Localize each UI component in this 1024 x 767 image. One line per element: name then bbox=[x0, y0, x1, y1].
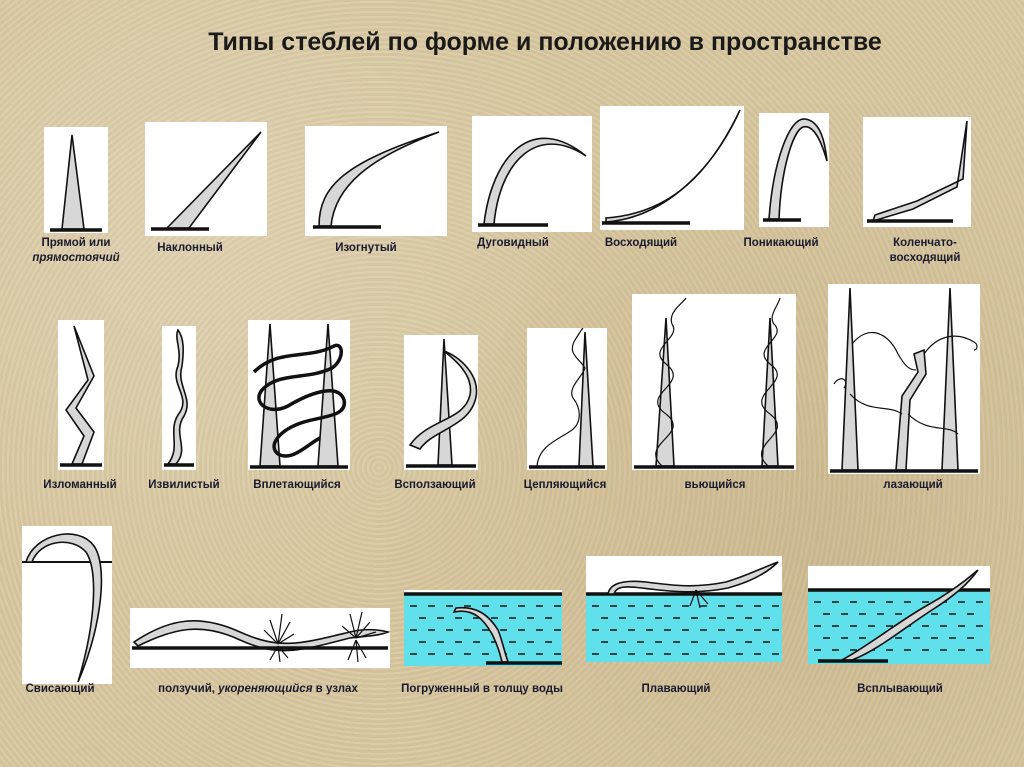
label-ceplyayushchiysya: Цепляющийся bbox=[523, 479, 607, 491]
label-voskhodyashchiy: Восходящий bbox=[604, 237, 678, 249]
panel-vpletayushchiysya bbox=[248, 320, 350, 470]
ascending-stem-drawing bbox=[602, 109, 741, 225]
arched-stem-drawing bbox=[478, 137, 587, 227]
panel-ponikayushchiy bbox=[759, 113, 829, 227]
zigzag-stem-drawing bbox=[60, 325, 102, 467]
panel-vsplyvayushchiy bbox=[808, 566, 990, 664]
page-title: Типы стеблей по форме и положению в прос… bbox=[208, 28, 882, 56]
label-vspolzayushchiy: Всползающий bbox=[394, 479, 476, 491]
clinging-stem-drawing bbox=[529, 328, 605, 469]
panel-vspolzayushchiy bbox=[404, 335, 478, 470]
label-polzuchiy: ползучий, укореняющийся в узлах bbox=[158, 683, 358, 695]
panel-lazayushchiy bbox=[828, 284, 980, 474]
panel-svisayushchiy bbox=[22, 526, 112, 684]
scrambling-stem-drawing bbox=[830, 287, 978, 473]
panel-polzuchiy bbox=[130, 608, 390, 668]
panel-pryamoy bbox=[44, 127, 108, 233]
panel-voskhodyashchiy bbox=[600, 106, 744, 230]
label-svisayushchiy: Свисающий bbox=[25, 683, 95, 695]
panel-plavayushchiy bbox=[586, 556, 782, 662]
emerging-stem-drawing bbox=[808, 569, 990, 664]
label-vyushchiysya: вьющийся bbox=[684, 479, 746, 491]
submerged-stem-drawing bbox=[404, 592, 562, 666]
label-dugovidny: Дуговидный bbox=[477, 237, 549, 249]
panel-vyushchiysya bbox=[632, 294, 796, 470]
creeping-stem-drawing bbox=[132, 611, 390, 663]
label-plavayushchiy: Плавающий bbox=[641, 683, 711, 695]
panel-izlomanny bbox=[58, 320, 104, 470]
climbing-over-stem-drawing bbox=[406, 338, 478, 468]
inclined-stem-drawing bbox=[151, 131, 262, 231]
panel-kolenchato bbox=[863, 117, 971, 227]
geniculate-stem-drawing bbox=[867, 120, 968, 223]
label-vsplyvayushchiy: Всплывающий bbox=[857, 683, 943, 695]
panel-dugovidny bbox=[472, 116, 592, 232]
curved-stem-drawing bbox=[313, 131, 440, 229]
drooping-stem-drawing bbox=[763, 118, 828, 222]
panel-naklonny bbox=[145, 122, 267, 236]
label-izvilisty: Извилистый bbox=[148, 479, 220, 491]
sinuous-stem-drawing bbox=[164, 328, 194, 467]
label-kolenchato: Коленчато-восходящий bbox=[889, 237, 961, 264]
label-pogruzhenny: Погруженный в толщу воды bbox=[401, 683, 563, 695]
floating-stem-drawing bbox=[586, 561, 782, 662]
panel-ceplyayushchiysya bbox=[527, 328, 607, 470]
label-vpletayushchiysya: Вплетающийся bbox=[253, 479, 341, 491]
label-ponikayushchiy: Поникающий bbox=[743, 237, 819, 249]
label-lazayushchiy: лазающий bbox=[883, 479, 943, 491]
panel-izvilisty bbox=[162, 326, 196, 470]
label-izognuty: Изогнутый bbox=[335, 242, 397, 254]
hanging-stem-drawing bbox=[22, 533, 112, 683]
panel-izognuty bbox=[305, 126, 447, 236]
label-izlomanny: Изломанный bbox=[43, 479, 117, 491]
label-naklonny: Наклонный bbox=[157, 242, 223, 254]
erect-stem-drawing bbox=[50, 134, 102, 232]
twining-stem-drawing bbox=[634, 297, 794, 469]
panel-pogruzhenny bbox=[404, 590, 562, 666]
intertwining-stem-drawing bbox=[250, 323, 348, 469]
